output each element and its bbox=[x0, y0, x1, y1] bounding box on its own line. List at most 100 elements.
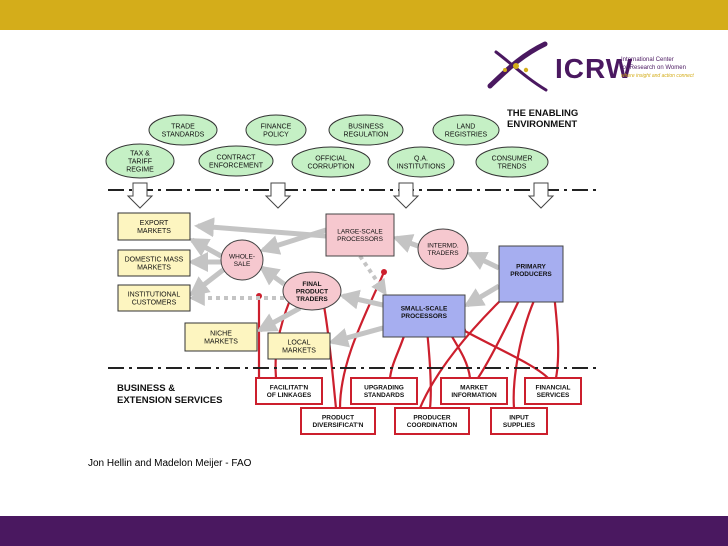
flow-small-to-local bbox=[328, 325, 384, 348]
market-export-box bbox=[117, 212, 191, 241]
logo-tagline: where insight and action connect bbox=[621, 73, 694, 79]
market-local-label-1: LOCAL bbox=[288, 339, 311, 346]
actor-wholesale-shape bbox=[220, 239, 264, 281]
oval-land-registries-label-2: REGISTRIES bbox=[445, 131, 488, 138]
service-upgrading-standards-label-2: STANDARDS bbox=[364, 392, 405, 399]
service-input-supplies-label-1: INPUT bbox=[509, 415, 529, 422]
actor-small-scale-processors-label-1: SMALL-SCALE bbox=[401, 306, 448, 313]
market-domestic-mass-label-1: DOMESTIC MASS bbox=[125, 256, 184, 263]
heading-business-line-2: EXTENSION SERVICES bbox=[117, 395, 222, 406]
market-niche-label-2: MARKETS bbox=[204, 338, 238, 345]
actor-intermediate-traders: INTERMD.TRADERS bbox=[417, 228, 469, 270]
actor-intermediate-traders-label-1: INTERMD. bbox=[427, 243, 459, 250]
oval-business-regulation-label-1: BUSINESS bbox=[348, 123, 384, 130]
service-producer-coordination-label-2: COORDINATION bbox=[407, 422, 458, 429]
logo-dot-1 bbox=[513, 63, 519, 69]
top-band bbox=[0, 0, 728, 30]
service-product-diversification-label-2: DIVERSIFICAT'N bbox=[313, 422, 364, 429]
market-domestic-mass-box bbox=[117, 249, 191, 277]
actor-final-product-traders-shape bbox=[282, 271, 342, 311]
oval-contract-enforcement-label-1: CONTRACT bbox=[217, 154, 257, 161]
oval-business-regulation-label-2: REGULATION bbox=[344, 131, 389, 138]
market-niche-label-1: NICHE bbox=[210, 330, 232, 337]
service-product-diversification-box bbox=[300, 407, 376, 435]
service-financial-services-label-2: SERVICES bbox=[537, 392, 570, 399]
oval-qa-institutions: Q.A.INSTITUTIONS bbox=[387, 146, 455, 178]
actor-intermediate-traders-label-2: TRADERS bbox=[427, 250, 459, 257]
flow-intermediate-to-large bbox=[392, 234, 419, 253]
oval-finance-policy-shape bbox=[245, 114, 307, 146]
actor-primary-producers-label-2: PRODUCERS bbox=[510, 271, 552, 278]
wire-coordination-1 bbox=[425, 329, 432, 409]
logo-dot-2 bbox=[523, 67, 529, 73]
oval-qa-institutions-shape bbox=[387, 146, 455, 178]
service-upgrading-standards-box bbox=[350, 377, 418, 405]
market-export-label-1: EXPORT bbox=[140, 220, 169, 227]
actor-wholesale-label-1: WHOLE- bbox=[229, 254, 255, 261]
down-arrow-1 bbox=[126, 182, 154, 209]
service-upgrading-standards-label-1: UPGRADING bbox=[364, 385, 404, 392]
wire-financial-1 bbox=[462, 329, 549, 379]
oval-official-corruption-label-1: OFFICIAL bbox=[315, 155, 347, 162]
oval-finance-policy-label-1: FINANCE bbox=[261, 123, 292, 130]
actor-final-product-traders-label-2: PRODUCT bbox=[296, 288, 328, 295]
bottom-band bbox=[0, 516, 728, 546]
actor-intermediate-traders-shape bbox=[417, 228, 469, 270]
wire-input bbox=[512, 293, 538, 409]
market-institutional-label-1: INSTITUTIONAL bbox=[128, 291, 181, 298]
down-arrow-2 bbox=[264, 182, 292, 209]
service-financial-services-label-1: FINANCIAL bbox=[535, 385, 570, 392]
service-facilitation-linkages-label-1: FACILITAT'N bbox=[270, 385, 309, 392]
actor-final-product-traders-label-3: TRADERS bbox=[296, 296, 328, 303]
oval-consumer-trends-shape bbox=[475, 146, 549, 178]
oval-tax-tariff-label-3: REGIME bbox=[126, 167, 154, 174]
market-domestic-mass-label-2: MARKETS bbox=[137, 264, 171, 271]
actor-small-scale-processors-shape bbox=[382, 294, 466, 338]
market-export-label-2: MARKETS bbox=[137, 228, 171, 235]
service-market-information-label-2: INFORMATION bbox=[451, 392, 497, 399]
oval-official-corruption-shape bbox=[291, 146, 371, 178]
wire-diversification-1 bbox=[322, 305, 338, 409]
actor-primary-producers-label-1: PRIMARY bbox=[516, 264, 546, 271]
market-local-label-2: MARKETS bbox=[282, 347, 316, 354]
down-arrow-4 bbox=[527, 182, 555, 209]
market-institutional-label-2: CUSTOMERS bbox=[132, 299, 177, 306]
service-market-information-box bbox=[440, 377, 508, 405]
oval-tax-tariff-label-2: TARIFF bbox=[128, 158, 152, 165]
oval-tax-tariff-label-1: TAX & bbox=[130, 150, 150, 157]
service-facilitation-linkages-label-2: OF LINKAGES bbox=[267, 392, 312, 399]
flow-wholesale-to-institutional bbox=[188, 268, 225, 297]
oval-qa-institutions-label-2: INSTITUTIONS bbox=[397, 163, 446, 170]
flow-small-to-final bbox=[339, 289, 384, 310]
logo-line-2: for Research on Women bbox=[621, 65, 686, 71]
oval-qa-institutions-label-1: Q.A. bbox=[414, 155, 428, 162]
service-producer-coordination-label-1: PRODUCER bbox=[413, 415, 451, 422]
flow-wholesale-to-export bbox=[188, 237, 223, 259]
oval-tax-tariff-shape bbox=[105, 143, 175, 179]
oval-consumer-trends-label-1: CONSUMER bbox=[492, 155, 533, 162]
flow-producers-to-small bbox=[463, 283, 501, 308]
oval-tax-tariff: TAX &TARIFF REGIME bbox=[105, 143, 175, 179]
wire-market-2 bbox=[477, 293, 523, 379]
service-product-diversification-label-1: PRODUCT bbox=[322, 415, 354, 422]
service-input-supplies-label-2: SUPPLIES bbox=[503, 422, 536, 429]
